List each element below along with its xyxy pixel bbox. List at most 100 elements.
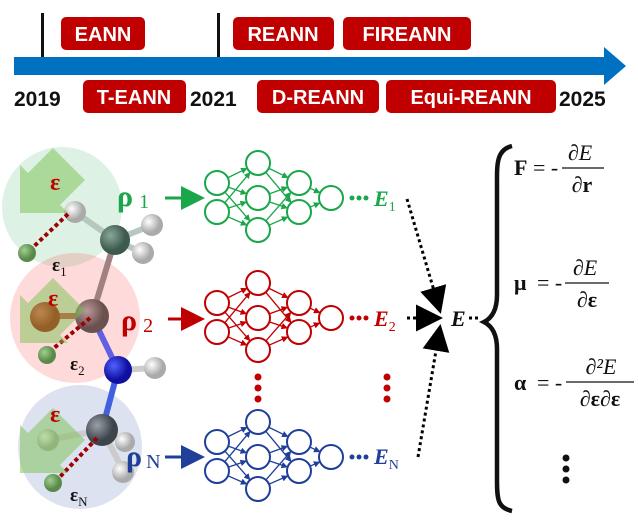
network-node [286,429,312,455]
svg-text:= -: = - [533,155,558,180]
curly-brace [478,143,513,514]
network-node [245,270,271,296]
network-edge [265,450,292,481]
svg-text:= -: = - [537,270,562,295]
ghost-atom [44,474,62,492]
year-2019: 2019 [14,88,61,111]
network-node [286,170,312,196]
network-edge [309,307,321,314]
network-edge [228,445,248,454]
network-edge [227,475,248,485]
network-node [204,170,230,196]
output-dot [349,454,355,460]
network-edge [268,336,289,346]
network-edge [269,460,288,469]
output-dot [356,454,362,460]
network-edge [309,446,321,453]
network-node [286,290,312,316]
vertical-ellipsis [254,373,391,403]
network-edge [228,320,247,329]
network-edge [228,186,248,195]
timeline-arrowhead [604,47,626,85]
svg-text:∂E: ∂E [568,140,593,165]
svg-text:REANN: REANN [247,24,318,46]
network-edge [269,201,288,210]
network-node [245,409,271,435]
network-node [245,305,271,331]
network-node [204,199,230,225]
tick-2021 [217,13,220,57]
polarizability-equation: α = - ∂²E ∂ε∂ε [514,354,634,411]
network-edge [269,186,289,195]
network-node [245,337,271,363]
network-1 [204,150,369,243]
field-lines [26,212,99,484]
network-edge [269,321,288,330]
network-node [204,319,230,345]
hydrogen-atom [144,357,166,379]
svg-text:εN: εN [70,485,88,509]
network-node [318,305,344,331]
output-dot [363,315,369,321]
equation-ellipsis [562,454,570,484]
field-arrow-icon [20,408,85,473]
network-node [318,185,344,211]
network-edge [268,426,289,437]
network-edge [268,216,289,226]
field-arrow-icon [20,148,85,213]
svg-text:∂ε∂ε: ∂ε∂ε [580,386,621,411]
network-edge [227,216,248,226]
ghost-atom [18,244,36,262]
force-equation: F = - ∂E ∂r [514,140,604,197]
network-node [245,217,271,243]
network-node [245,150,271,176]
total-energy-label: E [450,306,466,331]
hydrogen-atom [141,214,163,236]
epsilon-label: ε [48,286,58,312]
output-dot [363,195,369,201]
network-edge [269,306,289,315]
local-field-labels: ε1 ε2 εN [52,255,88,509]
output-dot [363,454,369,460]
network-edge [268,167,289,178]
network-edge [224,171,251,204]
network-node [286,199,312,225]
svg-text:EANN: EANN [75,24,132,46]
network-edge [265,311,292,342]
network-node [318,444,344,470]
output-dot [356,195,362,201]
field-arrow-icon [20,278,85,343]
atomic-energies: E1 E2 EN [373,186,399,473]
network-edge [228,200,247,209]
dipole-equation: μ = - ∂E ∂ε [514,255,609,312]
network-edge [227,288,248,299]
network-edge [309,187,321,194]
network-edge [269,445,289,454]
network-edge [227,427,248,438]
network-edge [309,322,321,329]
epsilon-label: ε [50,170,60,196]
network-node [204,429,230,455]
neural-networks [204,150,369,502]
svg-text:D-REANN: D-REANN [272,87,364,109]
network-node [286,319,312,345]
network-2 [204,270,369,363]
ghost-atom [38,346,56,364]
svg-text:∂ε: ∂ε [577,287,597,312]
energy-n-label: EN [373,444,399,473]
network-edge [309,461,321,468]
epsilon-label: ε [50,402,60,428]
carbon-atom [100,225,130,255]
network-edge [224,430,251,463]
svg-text:α: α [514,370,527,395]
network-node [245,185,271,211]
network-edge [228,459,247,468]
carbon-atom [75,299,109,333]
hydrogen-atom [112,461,134,483]
model-badge-eann: EANN [61,17,145,50]
